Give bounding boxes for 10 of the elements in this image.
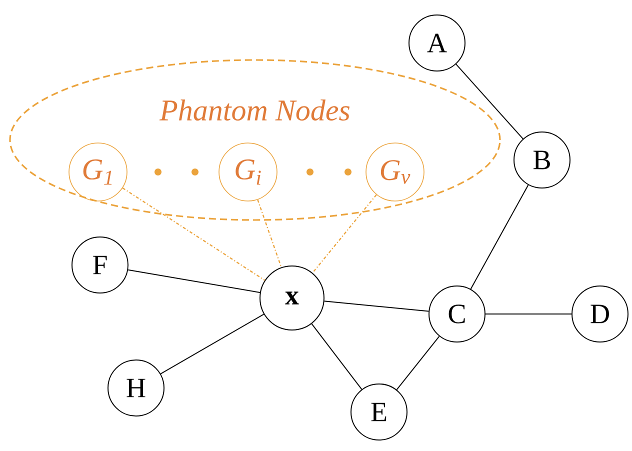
edge-line	[396, 336, 440, 390]
edge-line	[128, 269, 260, 293]
edge-line	[324, 300, 430, 312]
edge-line	[311, 323, 362, 390]
dotted-link	[122, 188, 266, 281]
dotted-link	[257, 200, 282, 268]
edge-line	[456, 64, 524, 140]
edge-line	[470, 184, 529, 290]
dotted-link	[312, 194, 377, 274]
edge-line	[160, 314, 264, 374]
